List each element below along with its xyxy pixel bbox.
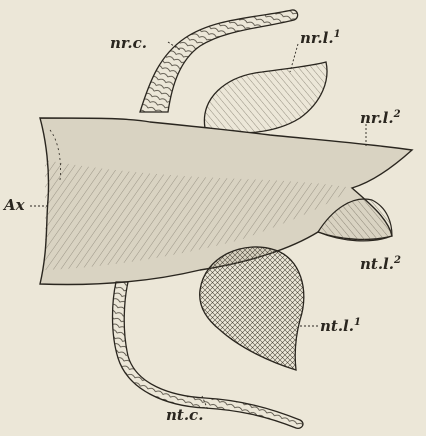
label-nt-l1-sup: 1: [354, 317, 361, 328]
label-ax: Ax: [4, 198, 25, 213]
label-nt-l2-text: nt.l.: [360, 255, 394, 273]
label-nr-l2-sup: 2: [394, 109, 401, 120]
label-ax-text: Ax: [4, 196, 25, 214]
upper-lobe: [204, 62, 327, 133]
label-nr-l2: nr.l.2: [360, 110, 401, 126]
label-nt-l1-text: nt.l.: [320, 317, 354, 335]
label-nt-c-text: nt.c.: [166, 406, 203, 424]
lower-lobe: [200, 247, 304, 370]
label-nt-c: nt.c.: [166, 408, 203, 423]
label-nr-l2-text: nr.l.: [360, 109, 394, 127]
label-nr-l1: nr.l.1: [300, 30, 341, 46]
label-nr-l1-text: nr.l.: [300, 29, 334, 47]
label-nt-l2-sup: 2: [394, 255, 401, 266]
label-nr-l1-sup: 1: [334, 29, 341, 40]
label-nt-l1: nt.l.1: [320, 318, 361, 334]
label-nr-c-text: nr.c.: [110, 34, 147, 52]
label-nt-l2: nt.l.2: [360, 256, 401, 272]
label-nr-c: nr.c.: [110, 36, 147, 51]
